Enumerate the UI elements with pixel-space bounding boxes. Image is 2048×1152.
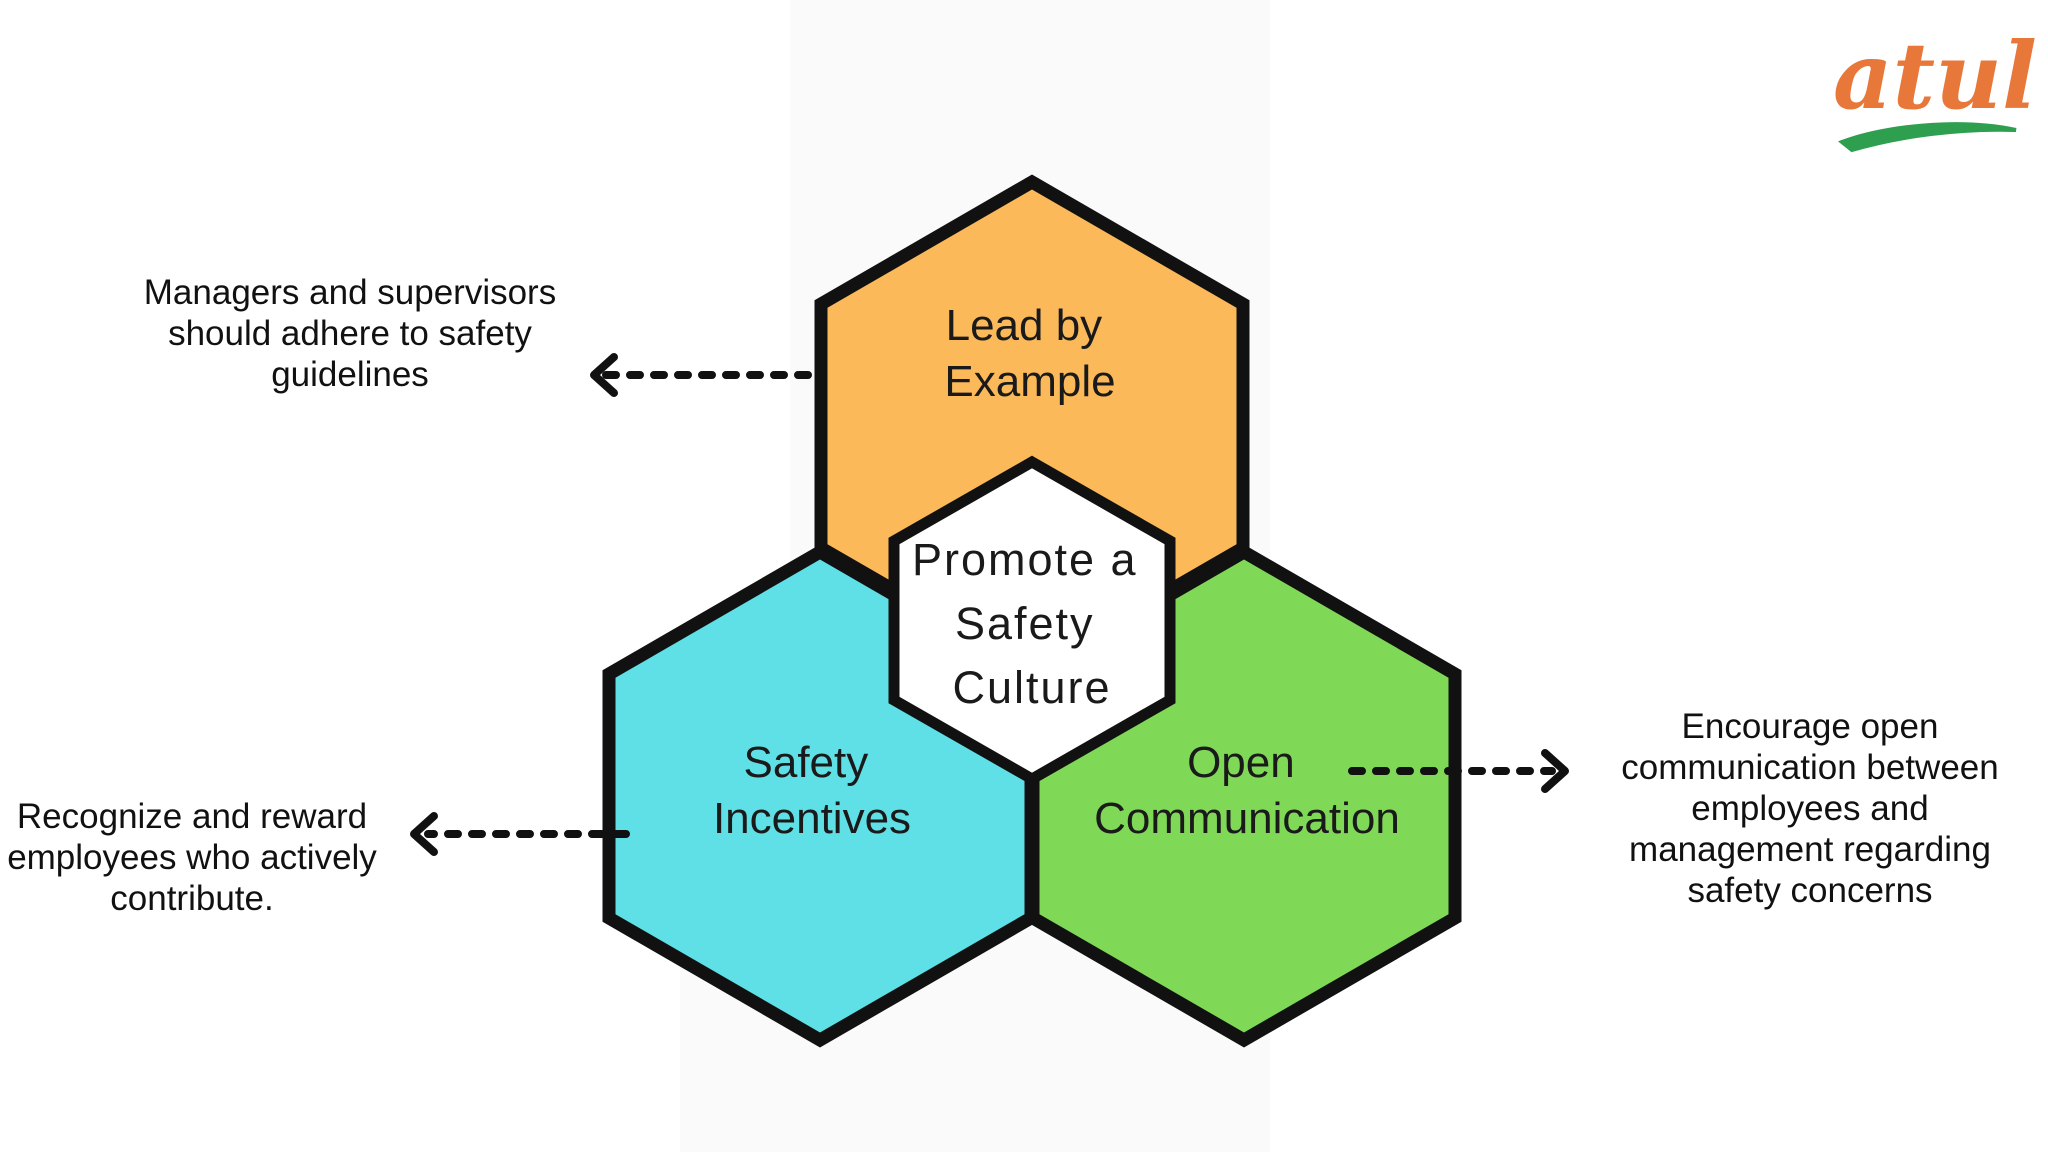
annotation-lead: Managers and supervisors should adhere t…: [130, 272, 570, 395]
annotation-lead-line-3: guidelines: [271, 355, 429, 394]
annotation-communication-line-4: management regarding: [1629, 830, 1991, 869]
annotation-lead-line-2: should adhere to safety: [168, 314, 532, 353]
annotation-incentives-line-2: employees who actively: [7, 838, 377, 877]
arrowhead-right-icon: [1541, 749, 1569, 793]
arrowhead-left-icon: [410, 812, 438, 856]
annotation-communication-line-1: Encourage open: [1681, 707, 1939, 746]
lead-label-line-1: Lead by: [946, 301, 1103, 350]
incentives-label: Safety Incentives: [713, 738, 911, 843]
center-label: Promote a Safety Culture: [912, 534, 1152, 713]
communication-label-line-1: Open: [1187, 738, 1295, 787]
annotation-communication-line-5: safety concerns: [1687, 871, 1933, 910]
logo-swoosh-icon: [1837, 122, 2017, 153]
atul-logo: atul: [1833, 22, 2037, 153]
communication-label: Open Communication: [1094, 738, 1400, 843]
center-label-line-1: Promote a: [912, 534, 1138, 585]
center-label-line-2: Safety: [955, 598, 1095, 649]
annotation-communication-line-3: employees and: [1691, 789, 1929, 828]
incentives-label-line-2: Incentives: [713, 794, 911, 843]
logo-wordmark: atul: [1833, 22, 2037, 130]
hex-promote-safety-culture: [888, 455, 1176, 786]
lead-label: Lead by Example: [944, 301, 1115, 406]
annotation-communication-line-2: communication between: [1621, 748, 1999, 787]
annotation-communication: Encourage open communication between emp…: [1600, 706, 2020, 911]
annotation-incentives: Recognize and reward employees who activ…: [2, 796, 382, 919]
connector-communication: [1348, 749, 1569, 793]
incentives-label-line-1: Safety: [744, 738, 869, 787]
arrowhead-left-icon: [590, 353, 618, 397]
annotation-lead-line-1: Managers and supervisors: [143, 273, 557, 312]
connector-lead: [590, 353, 812, 397]
annotation-incentives-line-1: Recognize and reward: [16, 797, 368, 836]
communication-label-line-2: Communication: [1094, 794, 1400, 843]
connector-incentives: [410, 812, 630, 856]
annotation-incentives-line-3: contribute.: [110, 879, 274, 918]
center-label-line-3: Culture: [952, 662, 1111, 713]
lead-label-line-2: Example: [944, 357, 1115, 406]
